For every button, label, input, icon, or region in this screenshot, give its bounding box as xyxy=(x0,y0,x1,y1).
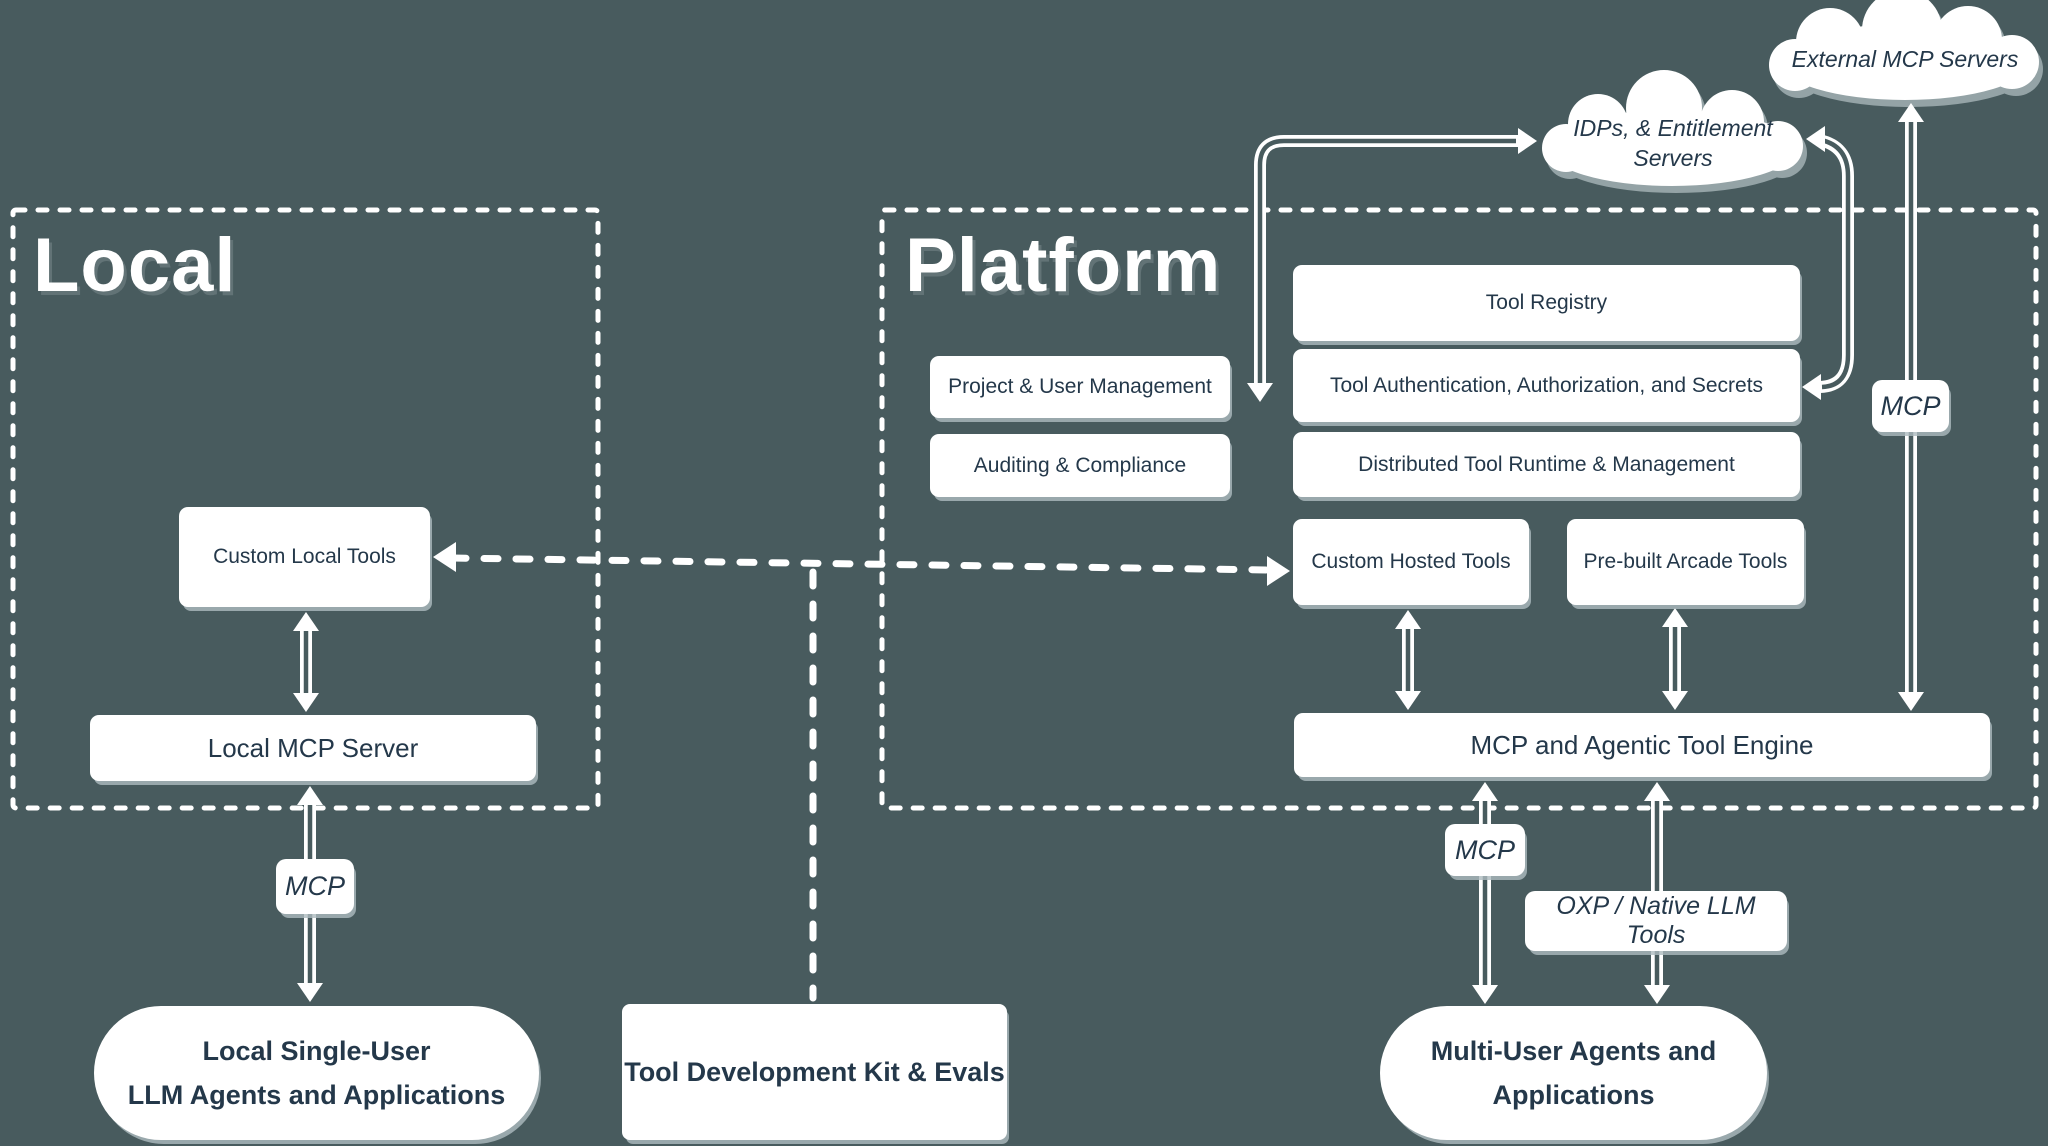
local-region-title: Local xyxy=(33,223,237,308)
multi-user-line1: Multi-User Agents and xyxy=(1430,1036,1717,1066)
arrow-platform-to-idps xyxy=(1247,128,1537,402)
mcp-label-local: MCP xyxy=(276,859,354,914)
arrow-clt-lms xyxy=(293,612,319,712)
mcp-engine-box: MCP and Agentic Tool Engine xyxy=(1294,713,1990,777)
custom-local-tools-label: Custom Local Tools xyxy=(213,545,396,568)
tool-registry-box: Tool Registry xyxy=(1293,265,1800,341)
oxp-label: OXP / Native LLM Tools xyxy=(1525,891,1787,951)
arrow-engine-multiuser-mcp xyxy=(1472,782,1498,1004)
local-agents-line2: LLM Agents and Applications xyxy=(127,1080,506,1110)
custom-hosted-tools-box: Custom Hosted Tools xyxy=(1293,519,1529,605)
idps-cloud-label-line1: IDPs, & Entitlement xyxy=(1573,115,1773,141)
mcp-label-external-text: MCP xyxy=(1880,390,1941,421)
tool-auth-box: Tool Authentication, Authorization, and … xyxy=(1293,349,1800,422)
local-agents-pill: Local Single-User LLM Agents and Applica… xyxy=(94,1006,539,1140)
external-mcp-cloud xyxy=(1769,0,2043,107)
arrow-pat-engine xyxy=(1662,608,1688,710)
idps-cloud-label-line2: Servers xyxy=(1633,145,1713,171)
tool-auth-label: Tool Authentication, Authorization, and … xyxy=(1329,373,1764,397)
oxp-label-text: OXP / Native LLM Tools xyxy=(1556,892,1756,949)
mcp-label-platform-text: MCP xyxy=(1455,834,1515,865)
project-user-mgmt-label: Project & User Management xyxy=(948,375,1212,398)
multi-user-line2: Applications xyxy=(1492,1080,1655,1110)
prebuilt-arcade-tools-box: Pre-built Arcade Tools xyxy=(1567,519,1804,605)
arrow-idps-to-tool-auth xyxy=(1802,126,1854,400)
runtime-label: Distributed Tool Runtime & Management xyxy=(1358,452,1735,476)
multi-user-pill: Multi-User Agents and Applications xyxy=(1380,1006,1767,1140)
tool-registry-label: Tool Registry xyxy=(1485,291,1608,314)
custom-local-tools-box: Custom Local Tools xyxy=(179,507,430,607)
tdk-box: Tool Development Kit & Evals xyxy=(622,1004,1007,1140)
local-mcp-server-box: Local MCP Server xyxy=(90,715,536,781)
mcp-label-external: MCP xyxy=(1872,380,1949,432)
external-mcp-cloud-label: External MCP Servers xyxy=(1791,46,2019,72)
auditing-compliance-label: Auditing & Compliance xyxy=(973,453,1187,477)
mcp-label-platform: MCP xyxy=(1445,824,1525,876)
local-agents-line1: Local Single-User xyxy=(202,1036,431,1066)
local-region-border xyxy=(10,207,601,811)
dashed-link-tools xyxy=(433,542,1290,1002)
platform-region-title: Platform xyxy=(905,223,1222,308)
prebuilt-arcade-tools-label: Pre-built Arcade Tools xyxy=(1583,550,1788,573)
idps-cloud xyxy=(1542,70,1807,193)
local-mcp-server-label: Local MCP Server xyxy=(207,733,419,763)
mcp-engine-label: MCP and Agentic Tool Engine xyxy=(1470,730,1814,760)
platform-region-border xyxy=(879,207,2039,811)
project-user-mgmt-box: Project & User Management xyxy=(930,356,1230,418)
custom-hosted-tools-label: Custom Hosted Tools xyxy=(1311,550,1511,573)
arrow-cht-engine xyxy=(1395,610,1421,710)
runtime-box: Distributed Tool Runtime & Management xyxy=(1293,432,1800,497)
auditing-compliance-box: Auditing & Compliance xyxy=(930,434,1230,497)
tdk-label: Tool Development Kit & Evals xyxy=(624,1056,1005,1087)
mcp-label-local-text: MCP xyxy=(285,871,345,901)
